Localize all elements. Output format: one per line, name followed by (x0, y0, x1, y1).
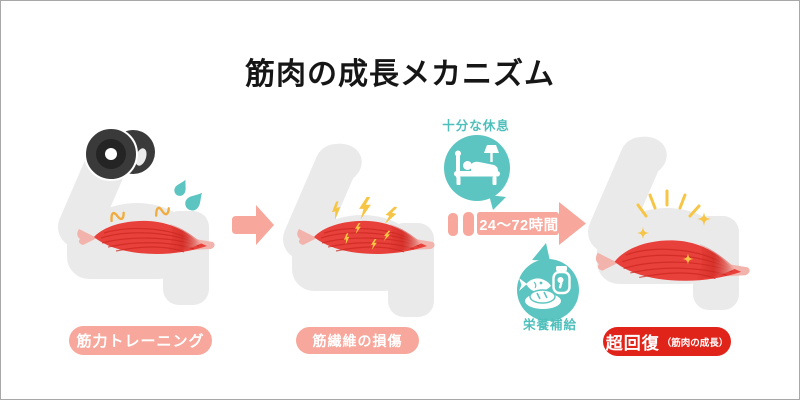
duration-label: 24〜72時間 (479, 217, 559, 234)
nutrition-caption: 栄養補給 (522, 318, 577, 332)
flexed-arm-illustration-3 (588, 136, 750, 310)
flexed-arm-illustration-1 (58, 131, 215, 305)
muscle-illustration (297, 220, 435, 254)
muscle-illustration (595, 240, 750, 281)
nutrition-bubble (517, 243, 579, 321)
arrow-dash (448, 213, 458, 236)
dumbbell-icon (84, 127, 155, 181)
arrow-dash (462, 212, 474, 236)
flexed-arm-illustration-2 (283, 143, 435, 317)
right-arrow-icon (232, 205, 274, 245)
arm-silhouette (588, 136, 739, 310)
nutrition-food-icon (519, 266, 571, 309)
step-label-recovery: 超回復 （筋肉の成長） (603, 327, 731, 356)
tension-marks-icon (110, 206, 170, 223)
sweat-drops-icon (174, 179, 202, 211)
sparkle-rays-icon (636, 189, 711, 265)
step-label-damage: 筋繊維の損傷 (296, 327, 419, 354)
rest-caption: 十分な休息 (442, 119, 510, 133)
step-label-training: 筋力トレーニング (69, 326, 212, 355)
step-label-text: 筋繊維の損傷 (312, 332, 403, 349)
step-sublabel-text: （筋肉の成長） (661, 337, 729, 349)
sleeping-bed-icon (454, 145, 500, 185)
page-title: 筋肉の成長メカニズム (245, 58, 555, 91)
rest-bubble (444, 135, 510, 210)
muscle-illustration (77, 220, 215, 254)
step-label-text: 筋力トレーニング (76, 333, 205, 350)
step-label-text: 超回復 (605, 334, 660, 353)
lightning-bolt-icon (331, 197, 398, 250)
duration-arrow-icon (477, 202, 586, 245)
